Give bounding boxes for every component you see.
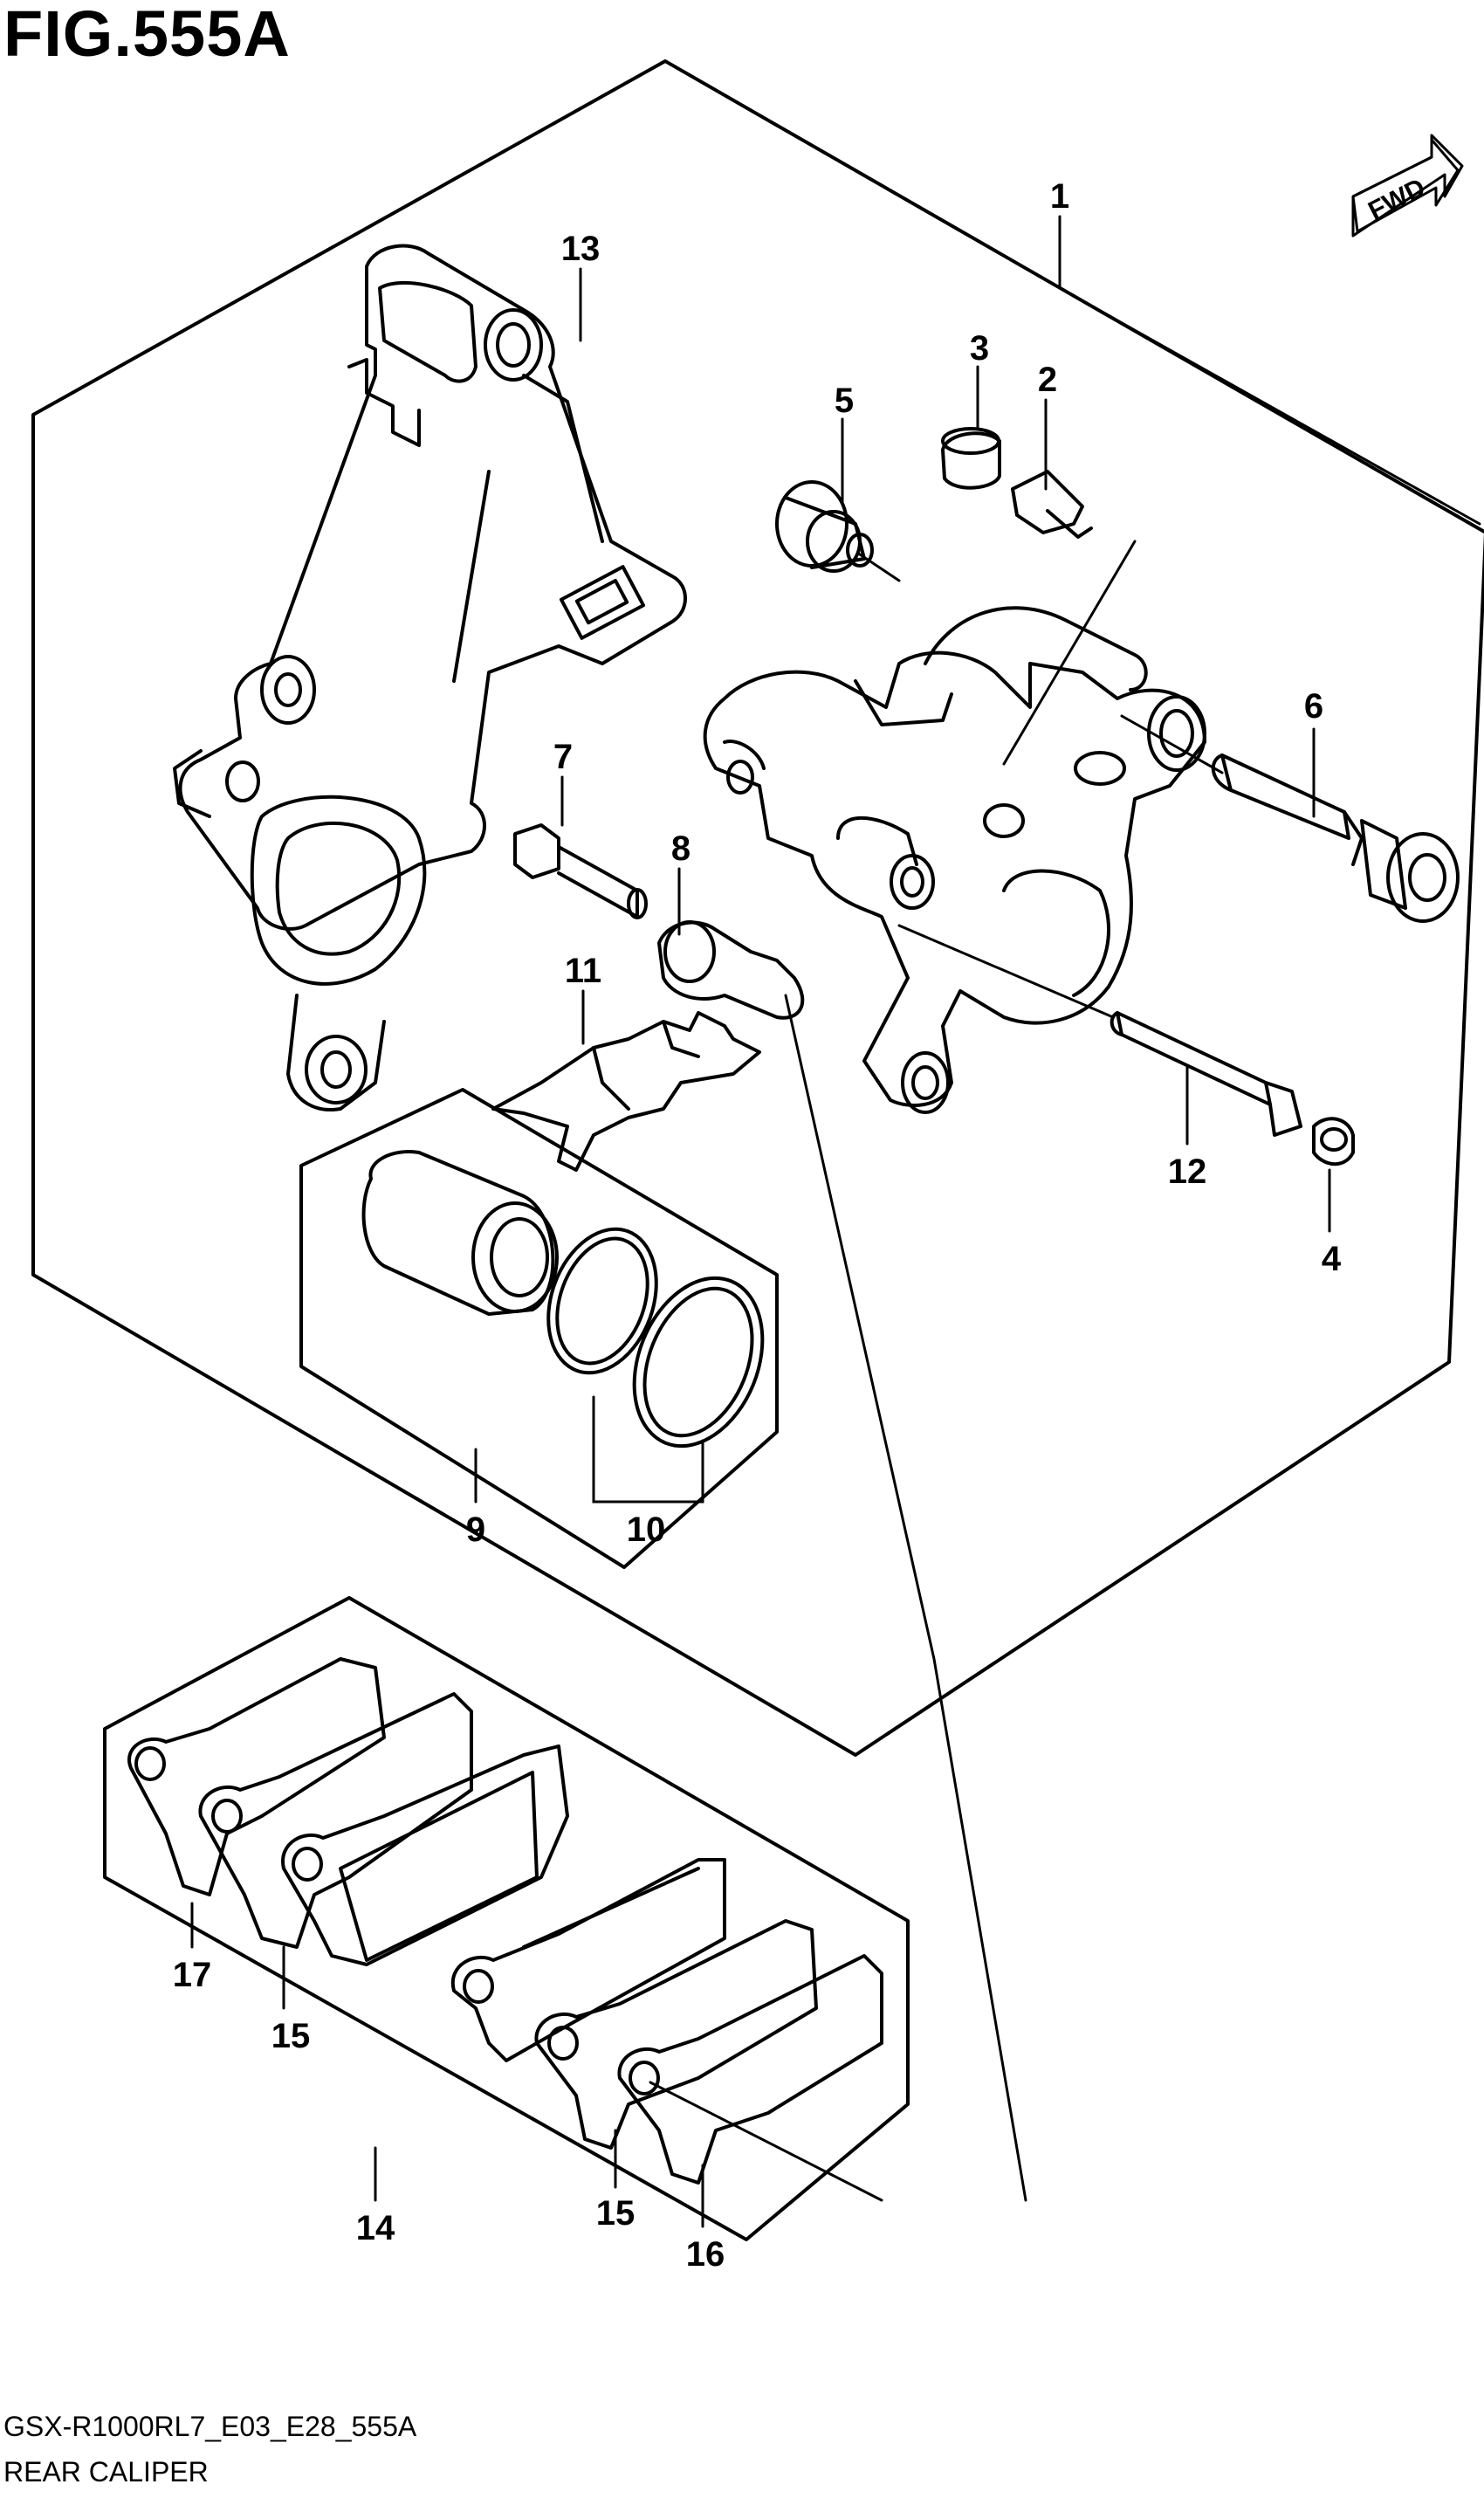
- guide-line-5: [858, 553, 901, 582]
- caliper-body: [703, 606, 1206, 1114]
- guide-line-bleeder: [1002, 540, 1137, 766]
- leader-1: [1058, 215, 1481, 526]
- bleeder-cap-3: [941, 427, 1001, 490]
- callout-14: 14: [356, 2209, 395, 2247]
- pin-6: [1211, 754, 1460, 923]
- callout-4: 4: [1322, 1240, 1342, 1278]
- callout-1: 1: [1050, 177, 1069, 216]
- guide-line-6: [1120, 714, 1224, 774]
- plug-4: [1312, 1117, 1355, 1166]
- guide-line-pin12: [897, 924, 1115, 1019]
- brake-pad-right: [450, 1858, 726, 2062]
- callout-10: 10: [627, 1510, 666, 1549]
- caliper-bracket: [173, 244, 687, 1111]
- spring-11: [491, 1011, 761, 1172]
- callout-6: 6: [1304, 687, 1323, 726]
- figure-code: GSX-R1000RL7_E03_E28_555A: [3, 2411, 417, 2442]
- pin-12: [1110, 1011, 1302, 1137]
- leader-pad-short: [649, 2081, 883, 2202]
- assembly-outline-main: [31, 59, 1484, 1757]
- piston-9: [361, 1150, 559, 1316]
- callout-16: 16: [686, 2235, 725, 2274]
- seal-10-inner: [546, 1227, 658, 1375]
- leader-10: [592, 1395, 704, 1504]
- callout-3: 3: [970, 329, 989, 368]
- pad-shim-15-left: [198, 1692, 473, 1949]
- bolt-8: [657, 920, 805, 1020]
- callout-5: 5: [835, 382, 854, 420]
- brake-pad-left: [281, 1744, 569, 1966]
- callout-8: 8: [671, 829, 690, 868]
- pad-shim-15-right: [534, 1919, 818, 2150]
- pad-shim-16: [617, 1954, 883, 2185]
- callout-9: 9: [466, 1510, 485, 1549]
- pad-set-outline: [103, 1596, 910, 2241]
- leader-pad-long: [784, 994, 1027, 2202]
- callout-15-left: 15: [271, 2017, 311, 2055]
- callout-15-right: 15: [596, 2194, 636, 2233]
- bolt-7: [513, 823, 648, 919]
- callout-17: 17: [173, 1956, 212, 1994]
- figure-name: REAR CALIPER: [3, 2456, 209, 2488]
- piston-group-outline: [299, 1088, 779, 1569]
- bleeder-valve-2: [1011, 470, 1093, 539]
- callout-11: 11: [565, 952, 601, 990]
- boot-5: [775, 480, 874, 573]
- figure-title: FIG.555A: [3, 0, 291, 70]
- seal-10-outer: [632, 1276, 765, 1449]
- callout-12: 12: [1168, 1153, 1207, 1191]
- fwd-arrow-icon: [1351, 134, 1464, 237]
- callout-2: 2: [1038, 361, 1057, 399]
- callout-13: 13: [561, 230, 601, 268]
- callout-7: 7: [553, 738, 573, 776]
